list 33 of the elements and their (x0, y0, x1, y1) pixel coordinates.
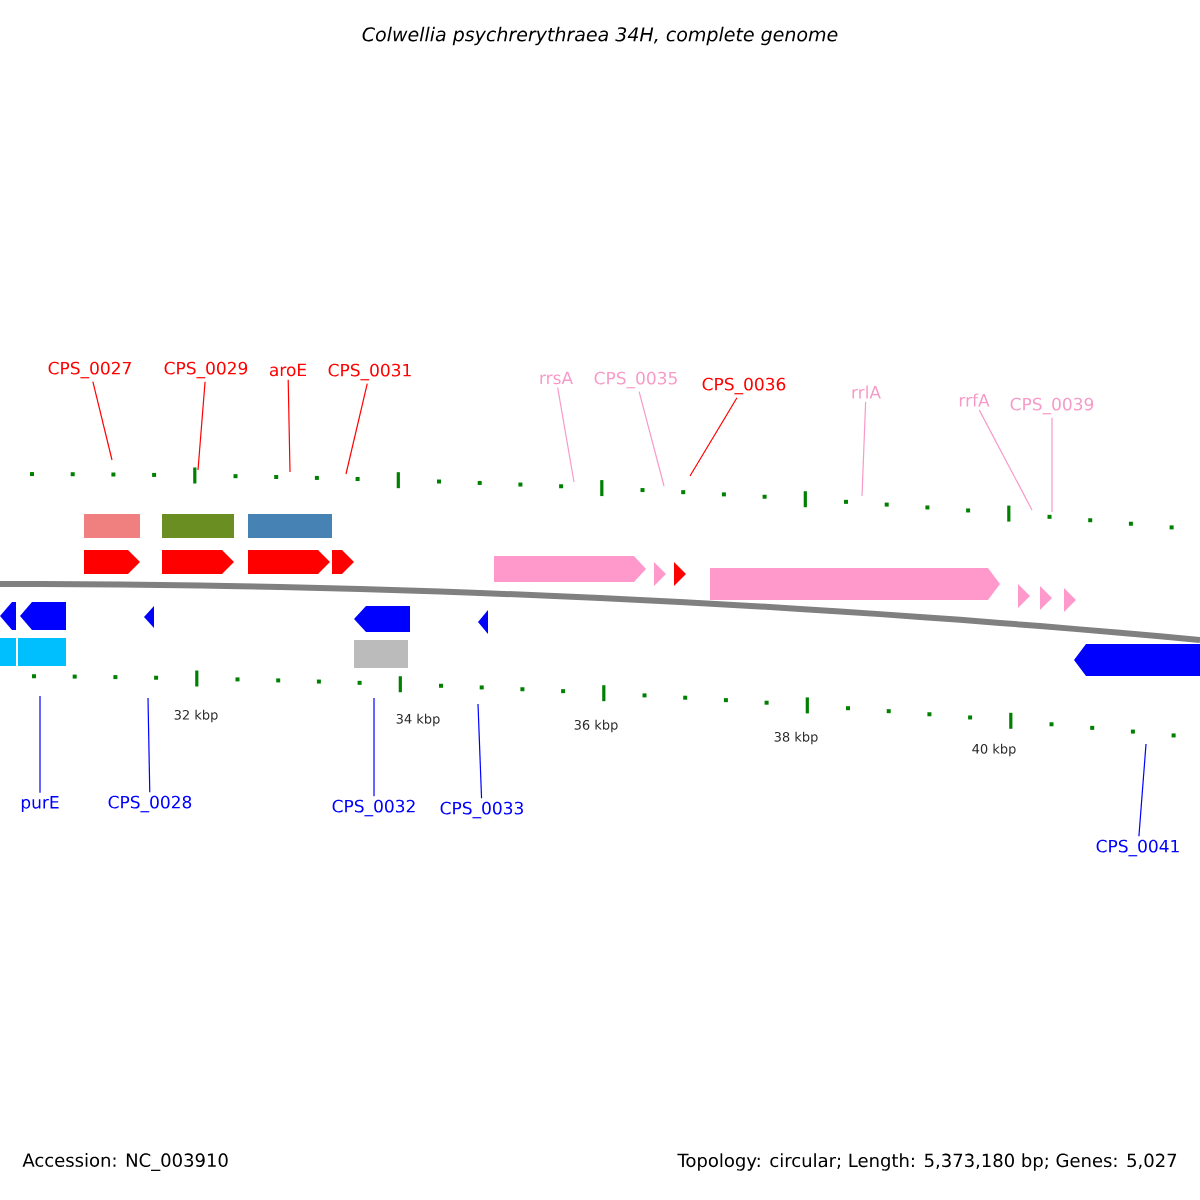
leader-line (978, 409, 1033, 511)
gene-label: purE (21, 796, 59, 812)
info-text: Accession: NC_003910 (22, 1153, 228, 1171)
gene-label: CPS_0041 (1096, 839, 1179, 857)
title: Colwellia psychrerythraea 34H, complete genome (362, 26, 838, 46)
leader-line (345, 383, 368, 475)
leader-line (197, 381, 206, 471)
leader-line (373, 697, 375, 797)
gene-label: CPS_0039 (1010, 397, 1094, 415)
gene-label: rrlA (852, 385, 881, 399)
leader-line (557, 387, 575, 483)
gene-label: CPS_0027 (48, 361, 131, 379)
gene-label: aroE (269, 363, 307, 377)
gene-label: CPS_0036 (702, 377, 786, 395)
leader-line (638, 391, 665, 487)
gene-label: CPS_0031 (328, 363, 411, 381)
leader-line (287, 379, 291, 473)
leader-line (92, 381, 113, 461)
gene-label: CPS_0032 (332, 799, 415, 817)
leader-line (689, 397, 738, 477)
leader-line (1138, 743, 1147, 837)
gene-label: CPS_0033 (440, 801, 523, 819)
gene-label: rrfA (959, 393, 990, 407)
leader-line (861, 401, 867, 497)
leader-line (39, 695, 41, 794)
gene-label: CPS_0028 (108, 795, 192, 813)
leader-line (477, 703, 483, 799)
gene-label: CPS_0035 (594, 371, 677, 389)
gene-label: rrsA (540, 371, 573, 385)
leader-line (1051, 417, 1053, 513)
gene-label: CPS_0029 (164, 361, 248, 379)
leader-line (147, 697, 151, 793)
info-text: Topology: circular; Length: 5,373,180 bp; Genes: 5,027 (677, 1153, 1177, 1171)
